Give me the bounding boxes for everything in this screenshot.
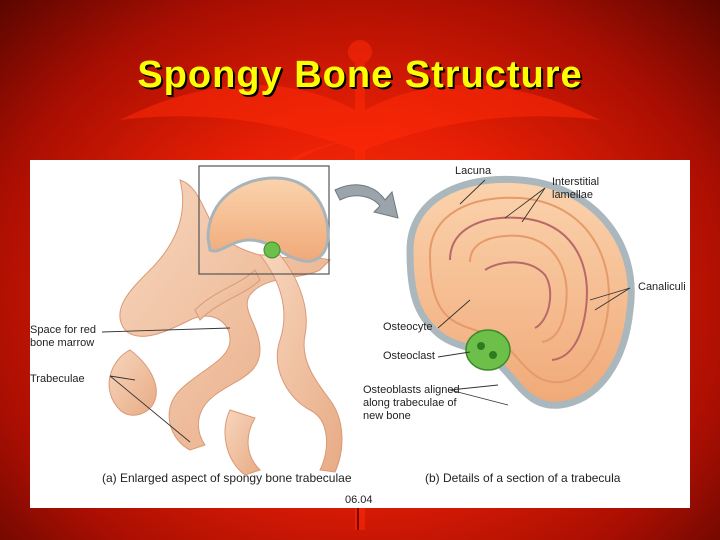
label-interstitial-line2: lamellae [552, 189, 593, 201]
trabecula-section [406, 175, 635, 409]
label-osteoblasts-line3: new bone [363, 410, 411, 422]
label-lacuna: Lacuna [455, 165, 492, 177]
label-space-marrow-line1: Space for red [30, 324, 97, 336]
caption-b: (b) Details of a section of a trabecula [425, 471, 621, 485]
trabecula-thumbnail [206, 176, 330, 263]
spongy-bone-illustration [101, 165, 635, 476]
label-osteoblasts-line1: Osteoblasts aligned [363, 384, 460, 396]
osteoclast-cell [465, 329, 511, 371]
label-osteoblasts-line2: along trabeculae of [363, 397, 457, 409]
trabeculae-network [108, 179, 343, 476]
label-osteocyte: Osteocyte [383, 321, 433, 333]
label-osteoclast: Osteoclast [383, 350, 435, 362]
leader-lines [101, 179, 631, 443]
label-interstitial-line1: Interstitial [552, 176, 600, 188]
slide-title: Spongy Bone Structure [137, 54, 583, 96]
label-trabeculae: Trabeculae [30, 373, 85, 385]
label-space-marrow: Space for red bone marrow [30, 324, 96, 350]
label-space-marrow-line2: bone marrow [30, 337, 95, 349]
label-canaliculi: Canaliculi [638, 281, 686, 293]
zoom-box [198, 165, 330, 275]
figure-code: 06.04 [345, 494, 373, 506]
figure-panel: Space for red bone marrow Trabeculae Lac… [30, 160, 690, 508]
label-interstitial-lamellae: Interstitial lamellae [552, 176, 599, 202]
zoom-arrow-icon [334, 184, 399, 219]
label-osteoblasts: Osteoblasts aligned along trabeculae of … [363, 384, 460, 423]
caption-a: (a) Enlarged aspect of spongy bone trabe… [102, 471, 352, 485]
